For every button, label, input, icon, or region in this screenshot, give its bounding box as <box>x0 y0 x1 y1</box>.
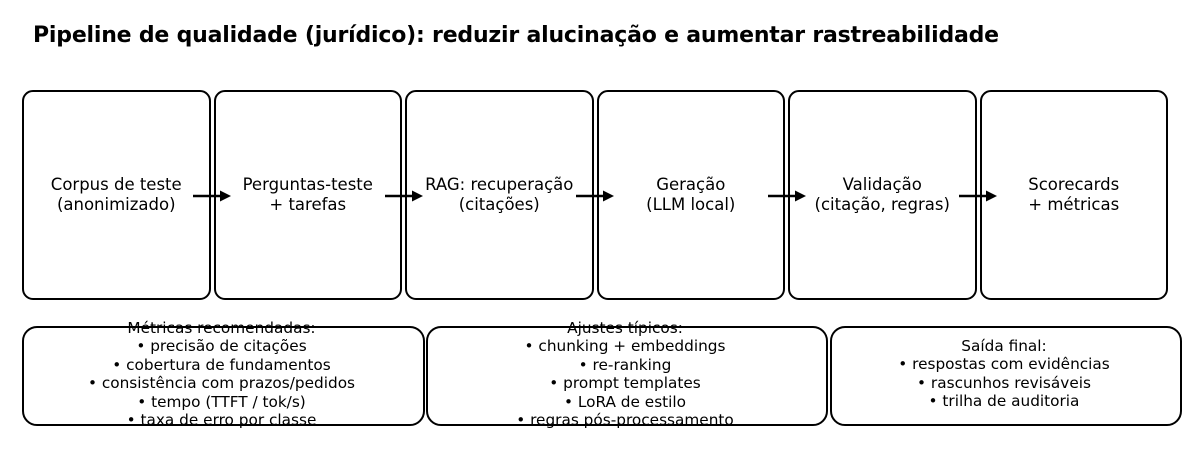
note-item: • cobertura de fundamentos <box>112 355 331 374</box>
note-item: • regras pós-processamento <box>516 410 734 429</box>
note-item: • re-ranking <box>578 355 672 374</box>
flow-arrow-icon <box>576 190 614 202</box>
stage-label: Scorecards + métricas <box>1028 175 1119 215</box>
note-item: • respostas com evidências <box>898 355 1110 374</box>
stage-label-line2: (citações) <box>458 195 540 214</box>
note-item: • prompt templates <box>549 374 701 392</box>
stage-scorecards: Scorecards + métricas <box>979 90 1168 300</box>
stage-label: Perguntas-teste + tarefas <box>243 175 373 215</box>
stage-label-line1: Scorecards <box>1028 175 1120 194</box>
stage-geracao: Geração (LLM local) <box>596 90 785 300</box>
note-item: • tempo (TTFT / tok/s) <box>137 392 306 411</box>
flow-arrow-icon <box>767 190 806 202</box>
stage-validacao: Validação (citação, regras) <box>788 90 977 300</box>
note-item: • chunking + embeddings <box>524 337 726 356</box>
stage-label: Validação (citação, regras) <box>815 175 950 215</box>
note-heading: Métricas recomendadas: <box>127 318 316 337</box>
stage-label: Geração (LLM local) <box>646 175 735 215</box>
flow-arrow-icon <box>193 190 231 202</box>
stage-label: Corpus de teste (anonimizado) <box>51 175 182 215</box>
stage-label-line1: Geração <box>656 175 726 194</box>
note-metricas-text: Métricas recomendadas: • precisão de cit… <box>22 319 421 429</box>
stage-label-line2: + métricas <box>1028 195 1120 214</box>
stage-label-line2: + tarefas <box>269 195 347 214</box>
note-item: • consistência com prazos/pedidos <box>87 374 356 392</box>
note-item: • precisão de citações <box>136 337 307 356</box>
stage-label-line2: (LLM local) <box>646 195 736 214</box>
note-saida-final-text: Saída final: • respostas com evidências … <box>830 337 1178 411</box>
stage-label-line1: RAG: recuperação <box>425 175 574 194</box>
stage-rag-recuperacao: RAG: recuperação (citações) <box>405 90 594 300</box>
flow-arrow-icon <box>384 190 423 202</box>
note-item: • taxa de erro por classe <box>126 410 317 429</box>
stage-corpus-de-teste: Corpus de teste (anonimizado) <box>22 90 211 300</box>
stage-label-line1: Corpus de teste <box>50 175 182 194</box>
note-item: • rascunhos revisáveis <box>917 374 1091 392</box>
stage-label-line2: (anonimizado) <box>56 195 176 214</box>
stage-label: RAG: recuperação (citações) <box>425 175 573 215</box>
note-box-metricas <box>22 326 425 426</box>
note-item: • LoRA de estilo <box>563 392 687 411</box>
note-box-saida-final <box>830 326 1182 426</box>
flow-arrow-icon <box>959 190 997 202</box>
stage-perguntas-teste: Perguntas-teste + tarefas <box>213 90 402 300</box>
note-heading: Ajustes típicos: <box>567 318 683 337</box>
stage-label-line1: Validação <box>842 175 922 194</box>
stage-label-line2: (citação, regras) <box>814 195 950 214</box>
note-box-ajustes <box>426 326 828 426</box>
diagram-title: Pipeline de qualidade (jurídico): reduzi… <box>33 23 999 48</box>
note-heading: Saída final: <box>961 337 1047 356</box>
note-item: • trilha de auditoria <box>928 392 1080 411</box>
pipeline-stage-row: Corpus de teste (anonimizado) Perguntas-… <box>22 90 1168 300</box>
stage-label-line1: Perguntas-teste <box>242 175 373 194</box>
note-ajustes-text: Ajustes típicos: • chunking + embeddings… <box>426 319 824 429</box>
